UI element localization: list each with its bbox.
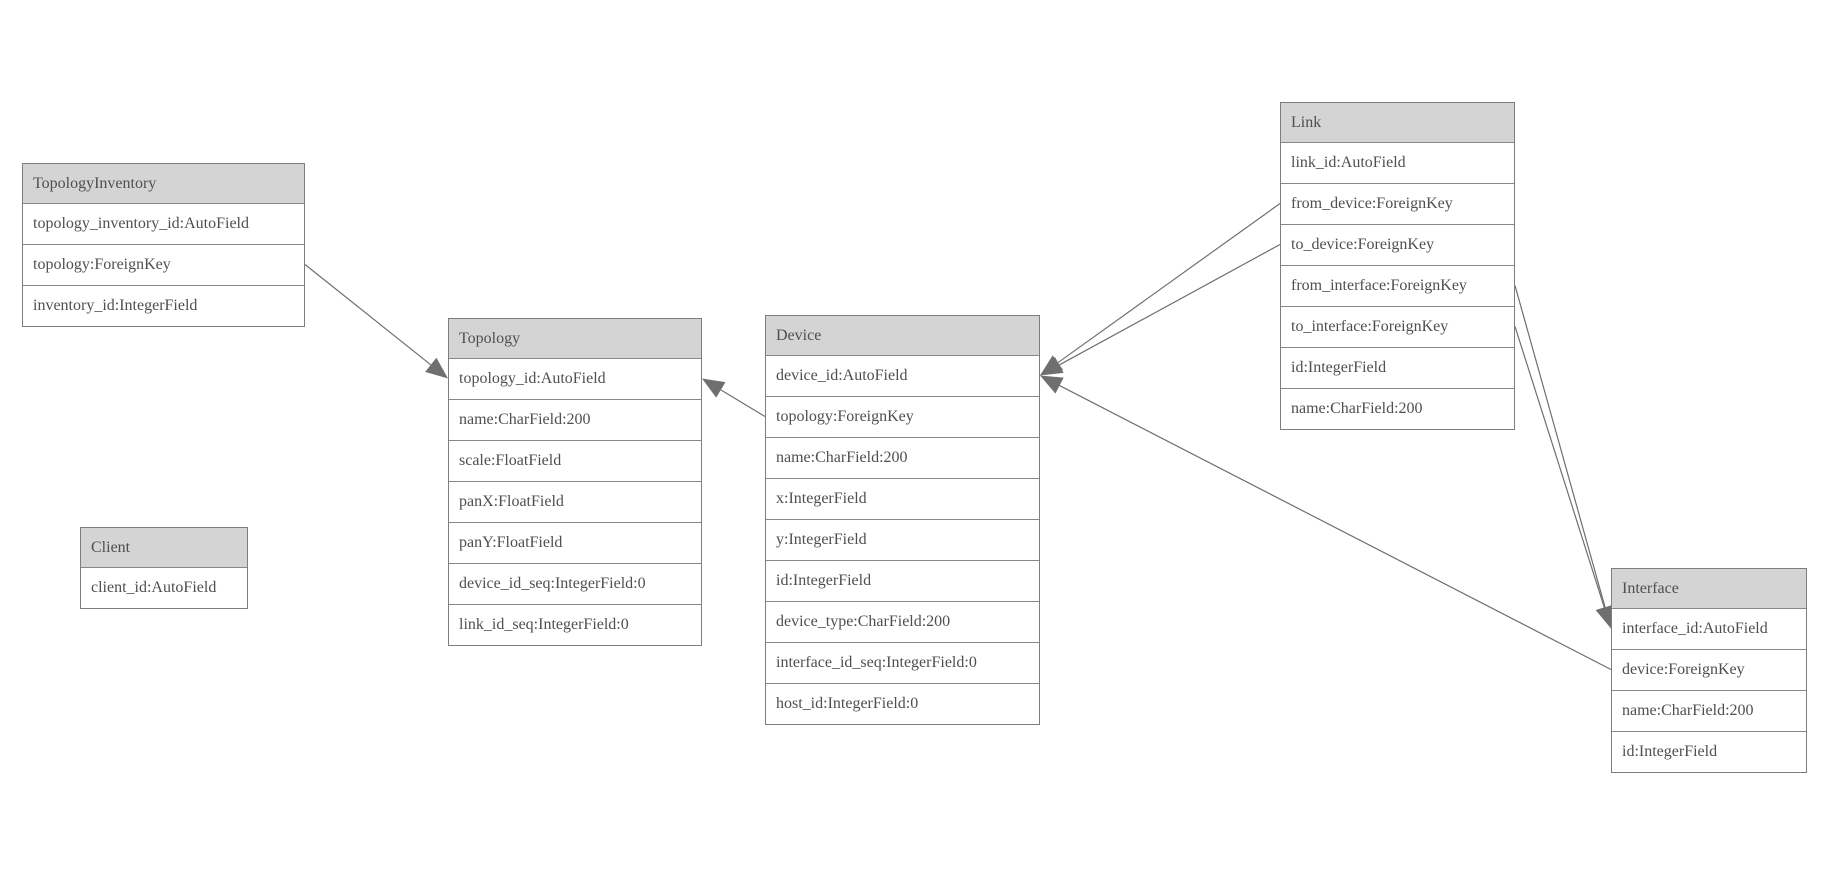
relation-edge [720, 389, 766, 418]
entity-title: Topology [449, 319, 701, 358]
field-row: to_device:ForeignKey [1281, 224, 1514, 265]
field-row: name:CharField:200 [1281, 388, 1514, 429]
field-row: device_id_seq:IntegerField:0 [449, 563, 701, 604]
field-row: scale:FloatField [449, 440, 701, 481]
entity-title: TopologyInventory [23, 164, 304, 203]
field-row: host_id:IntegerField:0 [766, 683, 1039, 724]
field-row: interface_id_seq:IntegerField:0 [766, 642, 1039, 683]
entity-title: Client [81, 528, 247, 567]
field-row: name:CharField:200 [1612, 690, 1806, 731]
relation-edge [1059, 385, 1612, 671]
entity-client: Client client_id:AutoField [80, 527, 248, 609]
relation-arrowhead [702, 378, 726, 398]
field-row: link_id:AutoField [1281, 142, 1514, 183]
field-row: from_interface:ForeignKey [1281, 265, 1514, 306]
relation-edge [1059, 243, 1281, 366]
entity-topologyinventory: TopologyInventory topology_inventory_id:… [22, 163, 305, 327]
relation-arrowhead [1595, 604, 1613, 629]
field-row: to_interface:ForeignKey [1281, 306, 1514, 347]
field-row: x:IntegerField [766, 478, 1039, 519]
field-row: panY:FloatField [449, 522, 701, 563]
entity-title: Link [1281, 103, 1514, 142]
field-row: topology_inventory_id:AutoField [23, 203, 304, 244]
field-row: y:IntegerField [766, 519, 1039, 560]
field-row: id:IntegerField [1612, 731, 1806, 772]
relation-arrowhead [1040, 375, 1064, 394]
relation-edge [1514, 326, 1605, 608]
field-row: topology:ForeignKey [766, 396, 1039, 437]
field-row: device_type:CharField:200 [766, 601, 1039, 642]
field-row: from_device:ForeignKey [1281, 183, 1514, 224]
relation-arrowhead [425, 357, 448, 379]
field-row: topology:ForeignKey [23, 244, 304, 285]
field-row: client_id:AutoField [81, 567, 247, 608]
field-row: name:CharField:200 [449, 399, 701, 440]
entity-fields: client_id:AutoField [81, 567, 247, 608]
relation-edge [1514, 285, 1606, 608]
relation-edge [1057, 203, 1281, 364]
entity-title: Device [766, 316, 1039, 355]
field-row: id:IntegerField [1281, 347, 1514, 388]
field-row: inventory_id:IntegerField [23, 285, 304, 326]
field-row: id:IntegerField [766, 560, 1039, 601]
relation-edge [304, 264, 432, 366]
entity-title: Interface [1612, 569, 1806, 608]
field-row: name:CharField:200 [766, 437, 1039, 478]
field-row: link_id_seq:IntegerField:0 [449, 604, 701, 645]
field-row: interface_id:AutoField [1612, 608, 1806, 649]
field-row: topology_id:AutoField [449, 358, 701, 399]
field-row: device:ForeignKey [1612, 649, 1806, 690]
field-row: device_id:AutoField [766, 355, 1039, 396]
relation-arrowhead [1040, 357, 1064, 376]
field-row: panX:FloatField [449, 481, 701, 522]
